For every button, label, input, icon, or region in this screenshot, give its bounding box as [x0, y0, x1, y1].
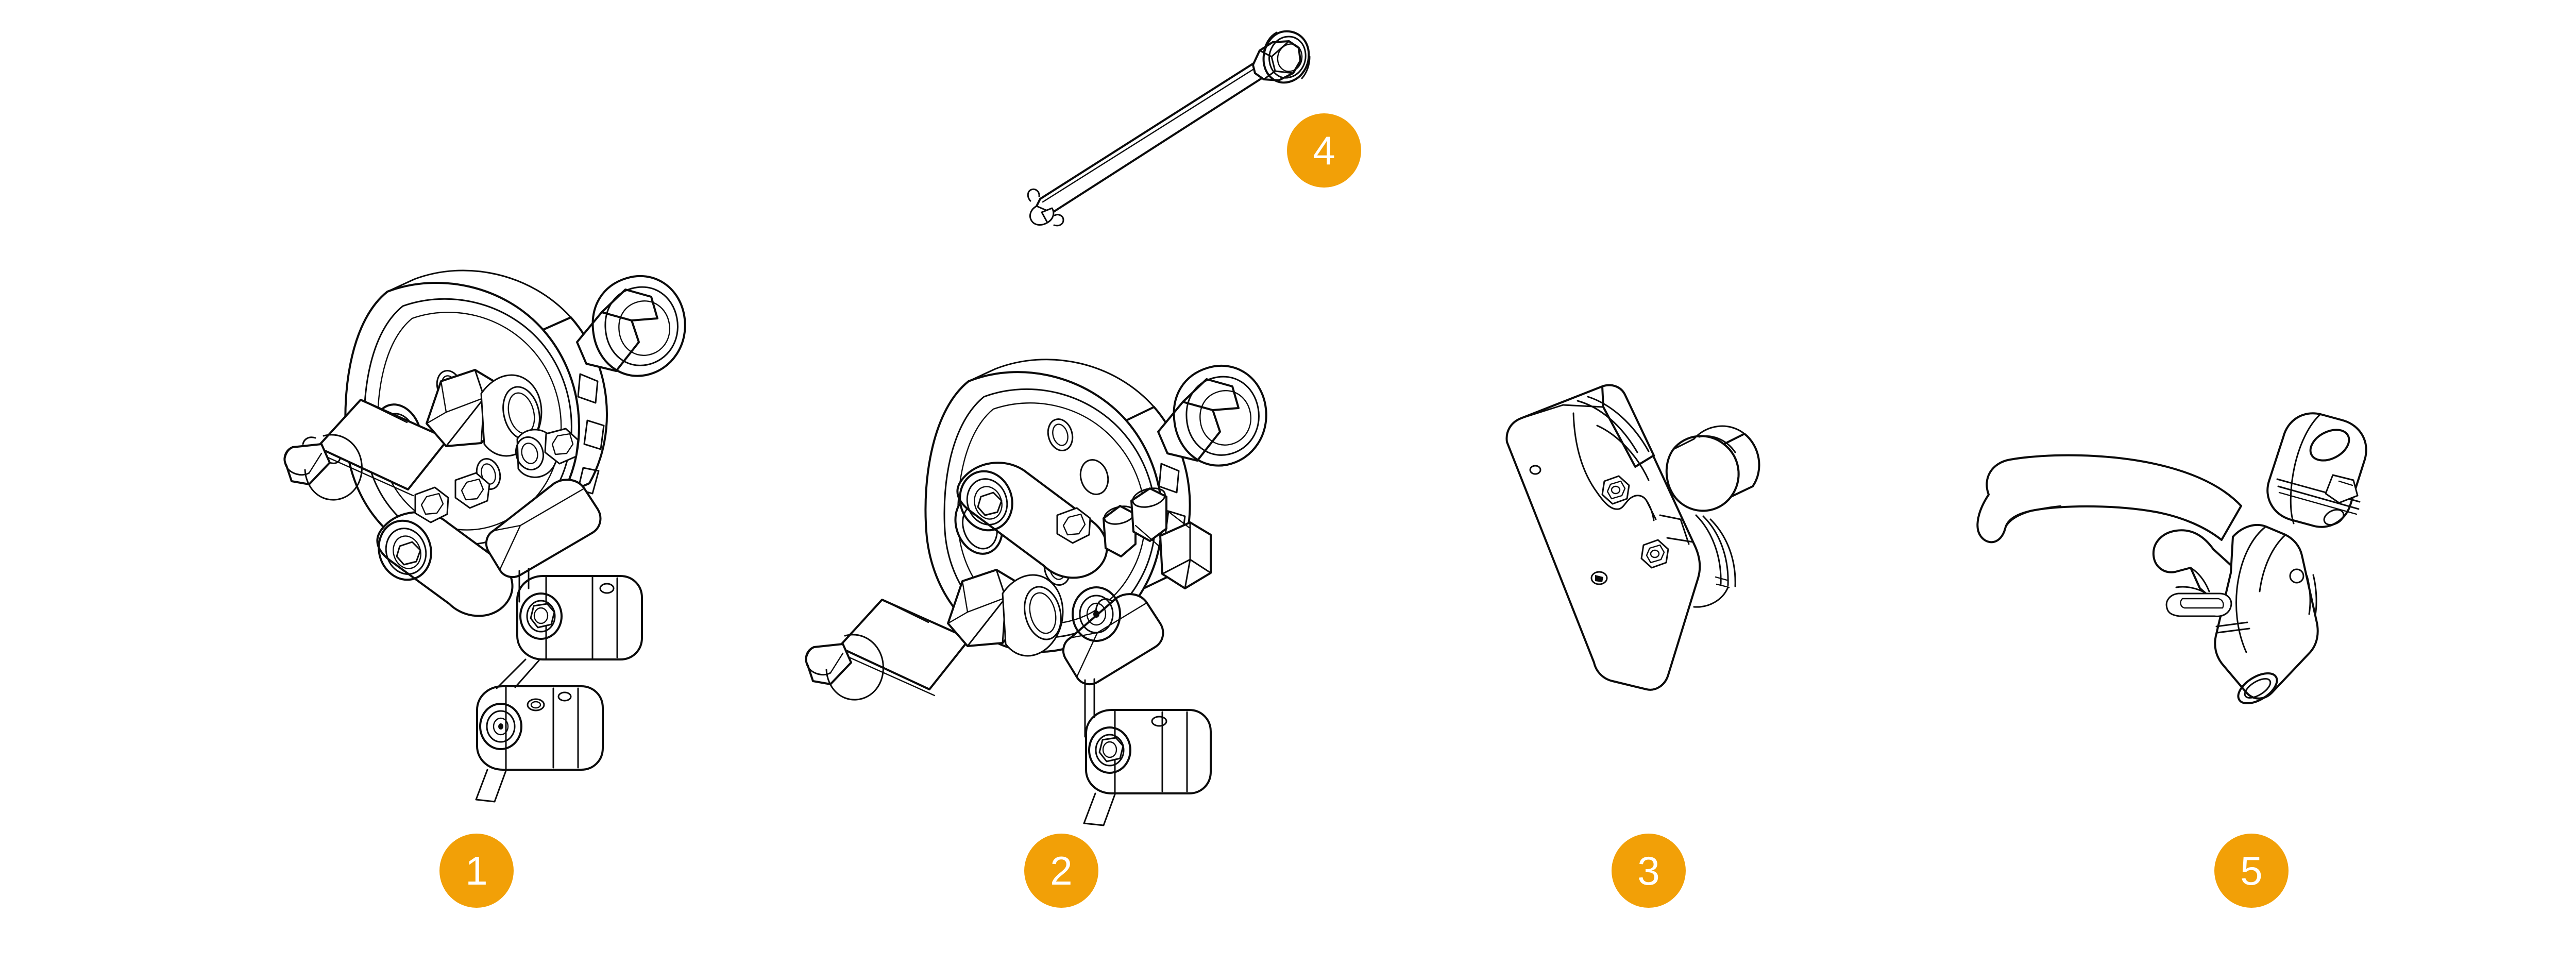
badge-label-4: 4	[1313, 128, 1335, 173]
badge-label-5: 5	[2240, 848, 2262, 893]
part-3-mounting-bracket-plate	[1505, 384, 1760, 691]
badge-circle-4	[1287, 113, 1361, 188]
badge-circle-2	[1024, 834, 1098, 908]
part-1-caliper-assembly-left	[283, 269, 686, 803]
part-5-brake-lever-assembly	[1976, 412, 2367, 705]
callout-badge-3[interactable]: 3	[1612, 834, 1686, 908]
part-4-through-axle-bolt	[1027, 30, 1311, 227]
callout-badge-1[interactable]: 1	[439, 834, 514, 908]
callout-badge-4[interactable]: 4	[1287, 113, 1361, 188]
badge-circle-3	[1612, 834, 1686, 908]
badge-label-3: 3	[1637, 848, 1659, 893]
callout-badges: 1 2 3 4 5	[439, 113, 2289, 908]
badge-label-1: 1	[465, 848, 487, 893]
badge-circle-5	[2214, 834, 2289, 908]
part-2-caliper-assembly-right	[805, 359, 1267, 826]
callout-badge-5[interactable]: 5	[2214, 834, 2289, 908]
badge-circle-1	[439, 834, 514, 908]
badge-label-2: 2	[1050, 848, 1072, 893]
callout-badge-2[interactable]: 2	[1024, 834, 1098, 908]
